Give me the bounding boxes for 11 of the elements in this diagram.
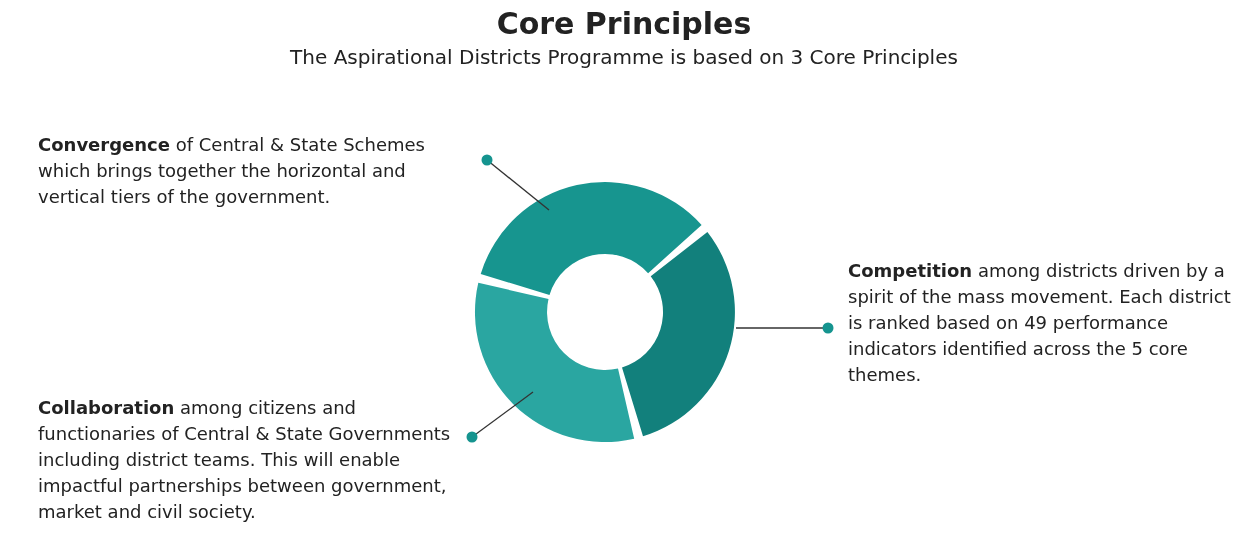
subtitle: The Aspirational Districts Programme is based on 3 Core Principles (289, 45, 959, 69)
leader-line (481, 154, 550, 211)
ring-segment (480, 182, 702, 295)
leader-line (466, 391, 534, 443)
leader-line (735, 322, 834, 334)
principle-text: Collaboration among citizens and functionaries of Central & State Governments including district teams. This will enable impactful partnerships between government, market and civil society. (38, 395, 458, 525)
ring-segment (622, 232, 735, 437)
ring-segment (475, 282, 635, 442)
title: Core Principles (495, 6, 753, 41)
principle-text: Competition among districts driven by a spirit of the mass movement. Each district is ranked based on 49 performance indicators identified across the 5 core themes. (848, 258, 1248, 388)
principle-text: Convergence of Central & State Schemes which brings together the horizontal and vertical tiers of the government. (38, 132, 458, 210)
